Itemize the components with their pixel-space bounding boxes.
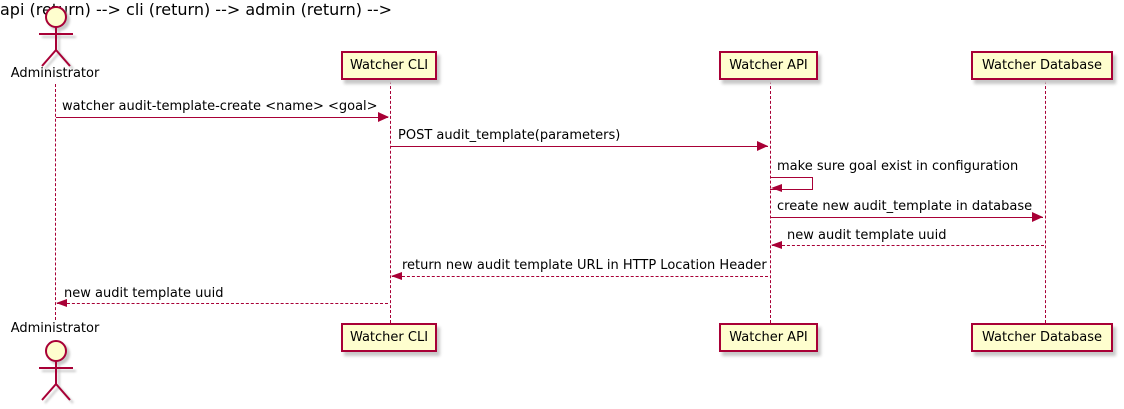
message-line <box>56 117 388 118</box>
lifeline-watcher-database <box>1045 81 1046 323</box>
message-label: POST audit_template(parameters) <box>398 128 621 143</box>
participant-watcher-cli-top: Watcher CLI <box>341 51 437 80</box>
actor-icon <box>39 340 73 401</box>
lifeline-watcher-cli <box>390 81 391 323</box>
participant-watcher-database-bottom: Watcher Database <box>971 323 1113 352</box>
arrowhead-right-icon <box>757 141 768 151</box>
actor-label-top: Administrator <box>10 66 100 81</box>
message-label: new audit template uuid <box>787 228 947 243</box>
arrowhead-right-icon <box>1032 212 1043 222</box>
message-label: return new audit template URL in HTTP Lo… <box>402 258 767 273</box>
arrowhead-right-icon <box>378 112 389 122</box>
arrowhead-left-icon <box>56 299 67 307</box>
participant-watcher-database-top: Watcher Database <box>971 51 1113 80</box>
message-label: make sure goal exist in configuration <box>777 159 1019 174</box>
self-message-line <box>770 177 813 190</box>
message-line <box>771 217 1043 218</box>
participant-watcher-cli-bottom: Watcher CLI <box>341 323 437 352</box>
arrowhead-left-icon <box>771 184 782 192</box>
actor-label-bottom: Administrator <box>10 321 100 336</box>
lifeline-watcher-api <box>770 81 771 323</box>
actor-icon <box>39 6 73 67</box>
participant-watcher-api-top: Watcher API <box>719 51 818 80</box>
arrowhead-left-icon <box>771 241 782 249</box>
lifeline-administrator <box>55 84 56 320</box>
message-label: watcher audit-template-create <name> <go… <box>62 99 378 114</box>
message-label: new audit template uuid <box>64 286 224 301</box>
message-label: create new audit_template in database <box>777 199 1033 214</box>
arrowhead-left-icon <box>391 272 402 280</box>
message-line <box>392 276 768 277</box>
message-line <box>391 146 768 147</box>
participant-watcher-api-bottom: Watcher API <box>719 323 818 352</box>
message-line <box>57 303 388 304</box>
message-line <box>772 245 1044 246</box>
